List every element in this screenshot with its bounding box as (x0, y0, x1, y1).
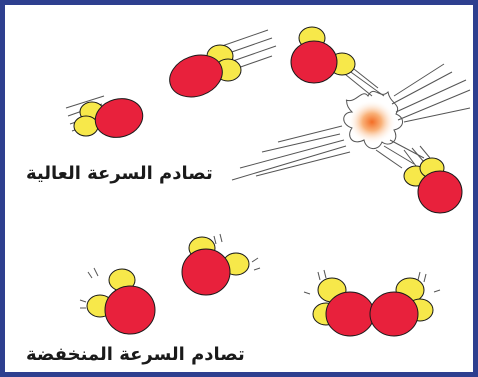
low-speed-collision-label: تصادم السرعة المنخفضة (26, 344, 245, 365)
molecule-high-3 (291, 27, 355, 83)
molecule-high-1 (74, 93, 147, 142)
molecule-low-1 (87, 269, 155, 334)
molecule-high-4 (404, 158, 462, 213)
molecule-low-2 (182, 237, 249, 295)
molecule-low-3 (313, 278, 374, 336)
molecule-low-4 (370, 278, 433, 336)
molecule-high-2 (164, 45, 241, 104)
high-speed-collision-label: تصادم السرعة العالية (26, 163, 213, 184)
